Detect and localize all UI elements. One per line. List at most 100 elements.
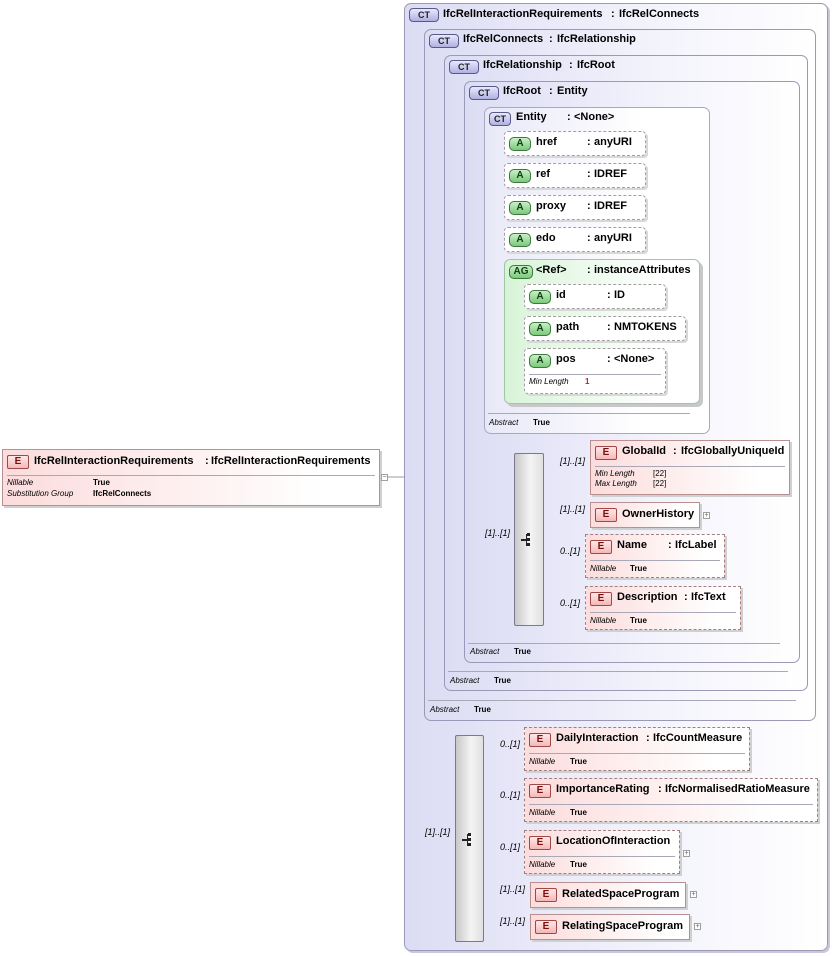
element-description[interactable]: E Description : IfcText Nillable True bbox=[585, 586, 741, 630]
element-badge: E bbox=[535, 888, 557, 902]
element-relatingspaceprogram[interactable]: E RelatingSpaceProgram bbox=[530, 914, 690, 940]
complex-type-badge: CT bbox=[449, 60, 479, 74]
complex-type-name: IfcRoot bbox=[503, 85, 541, 97]
attribute-type: NMTOKENS bbox=[614, 321, 677, 333]
attribute-name: pos bbox=[556, 353, 576, 365]
complex-type-sep: : bbox=[569, 59, 573, 71]
prop-value-nillable: True bbox=[93, 478, 110, 487]
complex-type-base: <None> bbox=[574, 111, 615, 123]
abstract-key: Abstract bbox=[489, 418, 519, 427]
root-element-box[interactable]: E IfcRelInteractionRequirements : IfcRel… bbox=[2, 449, 380, 506]
attribute-ref[interactable]: A ref : IDREF bbox=[504, 163, 646, 188]
attribute-id[interactable]: A id : ID bbox=[524, 284, 666, 309]
complex-type-base: IfcRelConnects bbox=[619, 8, 700, 20]
facet-key: Nillable bbox=[590, 564, 617, 573]
element-relatedspaceprogram[interactable]: E RelatedSpaceProgram bbox=[530, 882, 686, 908]
attribute-pos[interactable]: A pos : <None> Min Length 1 bbox=[524, 348, 666, 394]
element-badge: E bbox=[529, 784, 551, 798]
attribute-badge: A bbox=[529, 354, 551, 368]
element-cardinality: 0..[1] bbox=[500, 739, 521, 749]
element-type: IfcLabel bbox=[675, 539, 717, 551]
element-cardinality: [1]..[1] bbox=[500, 916, 526, 926]
divider bbox=[595, 466, 785, 467]
element-ownerhistory[interactable]: E OwnerHistory bbox=[590, 502, 700, 528]
attribute-name: proxy bbox=[536, 200, 566, 212]
expand-toggle[interactable]: + bbox=[683, 850, 690, 857]
facet-value: [22] bbox=[653, 479, 667, 488]
attribute-badge: A bbox=[529, 322, 551, 336]
attribute-type: anyURI bbox=[594, 232, 632, 244]
abstract-value: True bbox=[514, 647, 531, 656]
attribute-type: IDREF bbox=[594, 200, 627, 212]
element-globalid[interactable]: E GlobalId : IfcGloballyUniqueId Min Len… bbox=[590, 440, 790, 495]
facet-value: True bbox=[570, 860, 587, 869]
element-name: ImportanceRating bbox=[556, 783, 650, 795]
element-badge: E bbox=[590, 540, 612, 554]
divider bbox=[590, 612, 736, 613]
element-type: IfcGloballyUniqueId bbox=[681, 445, 785, 457]
element-sep: : bbox=[658, 783, 662, 795]
abstract-key: Abstract bbox=[430, 705, 460, 714]
element-dailyinteraction[interactable]: E DailyInteraction : IfcCountMeasure Nil… bbox=[524, 727, 750, 771]
element-cardinality: 0..[1] bbox=[500, 842, 521, 852]
element-name: GlobalId bbox=[622, 445, 666, 457]
element-name: Name bbox=[617, 539, 647, 551]
attribute-name: path bbox=[556, 321, 580, 333]
attribute-proxy[interactable]: A proxy : IDREF bbox=[504, 195, 646, 220]
element-cardinality: [1]..[1] bbox=[560, 504, 586, 514]
attribute-badge: A bbox=[509, 137, 531, 151]
attribute-sep: : bbox=[587, 200, 591, 212]
sequence-compositor[interactable] bbox=[455, 735, 484, 942]
attribute-name: href bbox=[536, 136, 557, 148]
complex-type-sep: : bbox=[567, 111, 571, 123]
element-name: RelatingSpaceProgram bbox=[562, 920, 684, 932]
attribute-path[interactable]: A path : NMTOKENS bbox=[524, 316, 686, 341]
facet-value: True bbox=[630, 564, 647, 573]
prop-key-nillable: Nillable bbox=[7, 478, 34, 487]
expand-toggle[interactable]: + bbox=[690, 891, 697, 898]
element-name-field[interactable]: E Name : IfcLabel Nillable True bbox=[585, 534, 725, 578]
divider bbox=[529, 856, 675, 857]
root-element-type: IfcRelInteractionRequirements bbox=[211, 455, 371, 467]
divider bbox=[529, 804, 813, 805]
element-name: DailyInteraction bbox=[556, 732, 639, 744]
attribute-sep: : bbox=[607, 321, 611, 333]
prop-key-substitution: Substitution Group bbox=[7, 489, 74, 498]
element-badge: E bbox=[595, 508, 617, 522]
complex-type-base: IfcRelationship bbox=[557, 33, 636, 45]
attribute-badge: A bbox=[529, 290, 551, 304]
element-locationofinteraction[interactable]: E LocationOfInteraction Nillable True bbox=[524, 830, 680, 874]
attribute-href[interactable]: A href : anyURI bbox=[504, 131, 646, 156]
element-name: LocationOfInteraction bbox=[556, 835, 671, 847]
element-name: Description bbox=[617, 591, 678, 603]
element-badge: E bbox=[595, 446, 617, 460]
complex-type-badge: CT bbox=[489, 112, 511, 126]
facet-key: Nillable bbox=[590, 616, 617, 625]
divider bbox=[468, 643, 780, 644]
element-cardinality: [1]..[1] bbox=[560, 456, 586, 466]
collapse-toggle[interactable]: − bbox=[381, 474, 388, 481]
complex-type-badge: CT bbox=[469, 86, 499, 100]
divider bbox=[529, 374, 661, 375]
complex-type-sep: : bbox=[549, 33, 553, 45]
facet-value: True bbox=[570, 808, 587, 817]
divider bbox=[7, 475, 375, 476]
expand-toggle[interactable]: + bbox=[703, 512, 710, 519]
attribute-sep: : bbox=[607, 353, 611, 365]
element-sep: : bbox=[646, 732, 650, 744]
expand-toggle[interactable]: + bbox=[694, 923, 701, 930]
attribute-badge: A bbox=[509, 169, 531, 183]
attribute-group-sep: : bbox=[587, 264, 591, 276]
facet-key: Nillable bbox=[529, 757, 556, 766]
facet-value: True bbox=[570, 757, 587, 766]
facet-value: 1 bbox=[585, 377, 590, 386]
element-type: IfcNormalisedRatioMeasure bbox=[665, 783, 810, 795]
element-badge: E bbox=[7, 455, 29, 469]
complex-type-name: IfcRelInteractionRequirements bbox=[443, 8, 603, 20]
element-cardinality: [1]..[1] bbox=[500, 884, 526, 894]
sequence-compositor[interactable] bbox=[514, 453, 544, 626]
element-badge: E bbox=[590, 592, 612, 606]
attribute-edo[interactable]: A edo : anyURI bbox=[504, 227, 646, 252]
attribute-name: id bbox=[556, 289, 566, 301]
element-importancerating[interactable]: E ImportanceRating : IfcNormalisedRatioM… bbox=[524, 778, 818, 822]
